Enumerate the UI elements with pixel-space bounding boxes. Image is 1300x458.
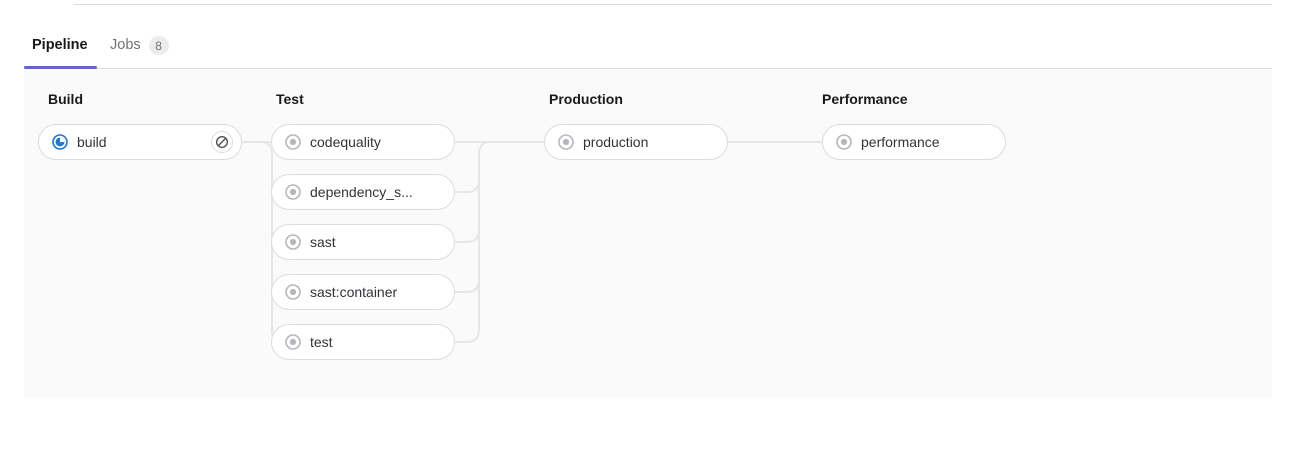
cancel-icon — [215, 135, 229, 149]
status-created-icon — [285, 234, 301, 250]
status-created-icon — [285, 334, 301, 350]
job-name-build: build — [77, 134, 107, 150]
job-name-sast: sast — [310, 234, 336, 250]
top-divider — [74, 4, 1272, 5]
job-pill-production[interactable]: production — [544, 124, 728, 160]
status-created-icon — [836, 134, 852, 150]
tab-jobs-label: Jobs — [110, 37, 141, 54]
job-name-dependency-scanning: dependency_s... — [310, 184, 413, 200]
tab-jobs[interactable]: Jobs 8 — [102, 22, 177, 69]
tab-pipeline-label: Pipeline — [32, 37, 88, 54]
tab-bar: Pipeline Jobs 8 — [24, 22, 1272, 69]
job-pill-test[interactable]: test — [271, 324, 455, 360]
job-pill-performance[interactable]: performance — [822, 124, 1006, 160]
job-action-cancel-build[interactable] — [211, 131, 233, 153]
job-name-sast-container: sast:container — [310, 284, 398, 300]
tab-pipeline[interactable]: Pipeline — [24, 22, 96, 69]
job-pill-sast[interactable]: sast — [271, 224, 455, 260]
status-created-icon — [285, 134, 301, 150]
stage-title-build: Build — [48, 91, 83, 107]
status-running-icon — [52, 134, 68, 150]
pipeline-connectors — [242, 141, 822, 343]
job-name-test: test — [310, 334, 333, 350]
tab-bar-divider — [24, 68, 1272, 69]
stage-title-test: Test — [276, 91, 304, 107]
tab-active-indicator — [24, 66, 97, 69]
stage-title-production: Production — [549, 91, 623, 107]
job-pill-codequality[interactable]: codequality — [271, 124, 455, 160]
status-created-icon — [285, 284, 301, 300]
jobs-count-badge: 8 — [148, 36, 169, 55]
job-name-performance: performance — [861, 134, 940, 150]
job-name-codequality: codequality — [310, 134, 381, 150]
status-created-icon — [285, 184, 301, 200]
job-pill-dependency-scanning[interactable]: dependency_s... — [271, 174, 455, 210]
job-pill-sast-container[interactable]: sast:container — [271, 274, 455, 310]
job-pill-build[interactable]: build — [38, 124, 242, 160]
status-created-icon — [558, 134, 574, 150]
pipeline-graph: Build build Test — [24, 70, 1272, 398]
job-name-production: production — [583, 134, 649, 150]
stage-title-performance: Performance — [822, 91, 908, 107]
